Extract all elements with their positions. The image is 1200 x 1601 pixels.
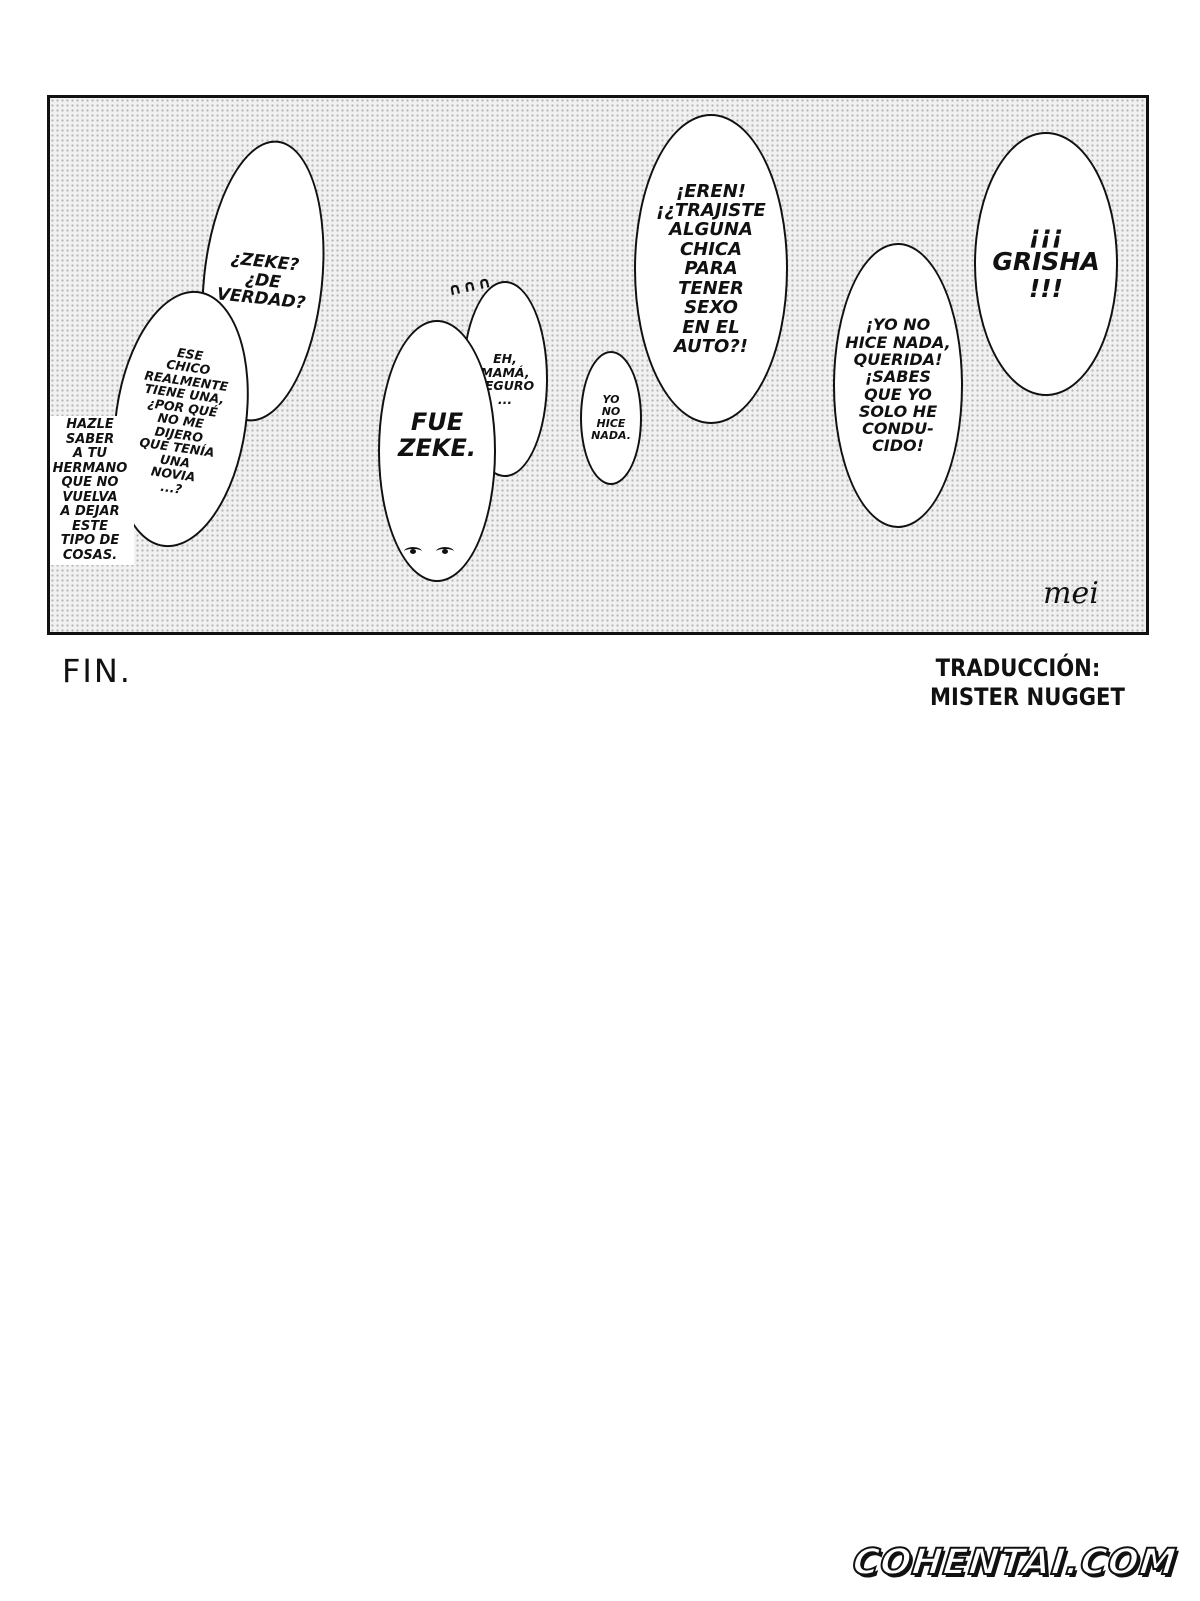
bubble-text: YO NO HICE NADA. [591, 393, 631, 442]
speech-bubble-grisha: ¡¡¡ GRISHA !!! [974, 132, 1118, 396]
bubble-text: ¿ZEKE? ¿DE VERDAD? [215, 249, 307, 314]
speech-bubble-eren-trajiste: ¡EREN! ¡¿TRAJISTE ALGUNA CHICA PARA TENE… [634, 114, 788, 424]
site-watermark: COHENTAI.COM [849, 1541, 1179, 1584]
bubble-text: FUE ZEKE. [398, 408, 476, 462]
eye-icon [404, 547, 422, 556]
fin-label: FIN. [62, 652, 132, 690]
side-caption: HAZLE SABER A TU HERMANO QUE NO VUELVA A… [50, 416, 134, 566]
speech-bubble-yo-no-hice-nada-small: YO NO HICE NADA. [580, 351, 642, 485]
peeking-eyes-icon [404, 547, 454, 556]
credits-translator: MISTER NUGGET [930, 682, 1125, 711]
bubble-text: ¡EREN! ¡¿TRAJISTE ALGUNA CHICA PARA TENE… [656, 180, 766, 358]
credits-title: TRADUCCIÓN: [935, 654, 1101, 682]
bubble-text: ¡YO NO HICE NADA, QUERIDA! ¡SABES QUE YO… [845, 315, 951, 456]
bubble-text: ESE CHICO REALMENTE TIENE UNA, ¿POR QUÉ … [138, 344, 230, 497]
translation-credits: TRADUCCIÓN: MISTER NUGGET [930, 654, 1125, 712]
comic-panel: ¿ZEKE? ¿DE VERDAD? ESE CHICO REALMENTE T… [47, 95, 1149, 635]
speech-bubble-yo-no-hice-nada-querida: ¡YO NO HICE NADA, QUERIDA! ¡SABES QUE YO… [833, 243, 963, 528]
bubble-text: EH, MAMÁ, SEGURO ... [475, 351, 535, 407]
speech-bubble-fue-zeke: FUE ZEKE. [378, 320, 496, 582]
eye-icon [436, 547, 454, 556]
artist-signature: mei [1043, 576, 1099, 611]
bubble-text: ¡¡¡ GRISHA !!! [992, 219, 1100, 303]
